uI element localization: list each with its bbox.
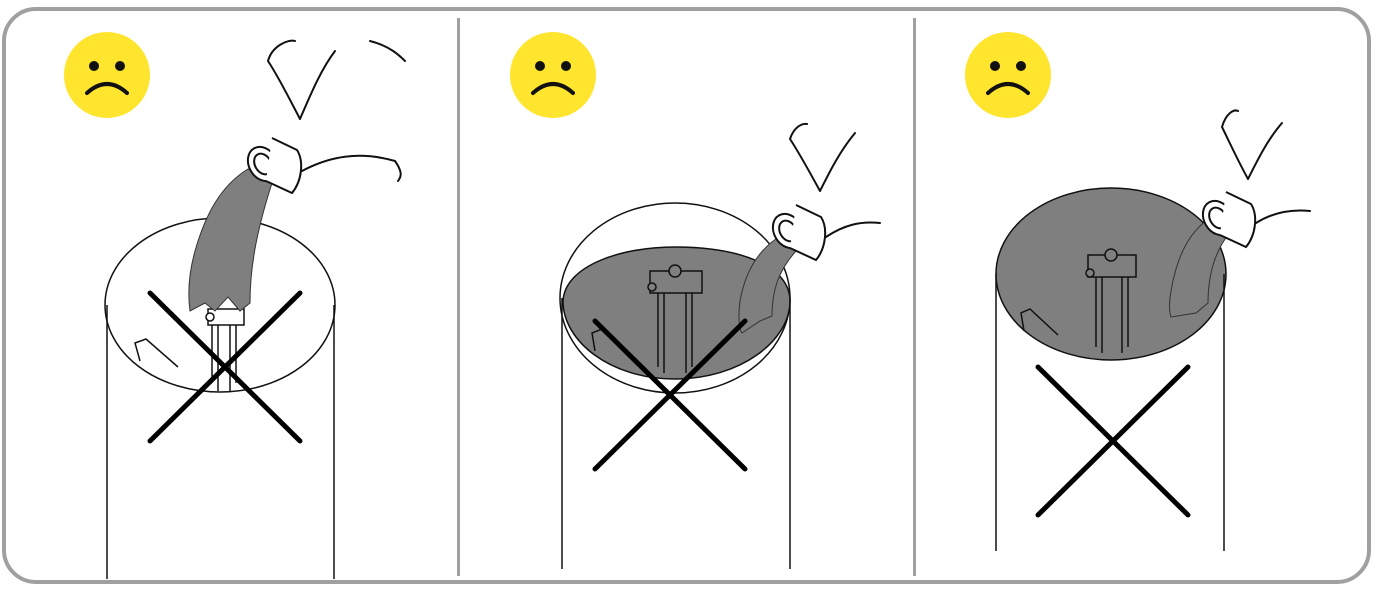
panel-3	[916, 11, 1371, 583]
panel-1-illustration	[0, 11, 457, 583]
cylinder	[560, 203, 790, 569]
panel-1	[0, 11, 457, 583]
cross-mark-icon	[1038, 367, 1188, 515]
sad-face-icon	[64, 32, 150, 118]
panel-2-illustration	[460, 11, 913, 583]
panel-3-illustration	[916, 11, 1371, 583]
sad-face-icon	[965, 32, 1051, 118]
panel-2	[460, 11, 913, 583]
sad-face-icon	[510, 32, 596, 118]
